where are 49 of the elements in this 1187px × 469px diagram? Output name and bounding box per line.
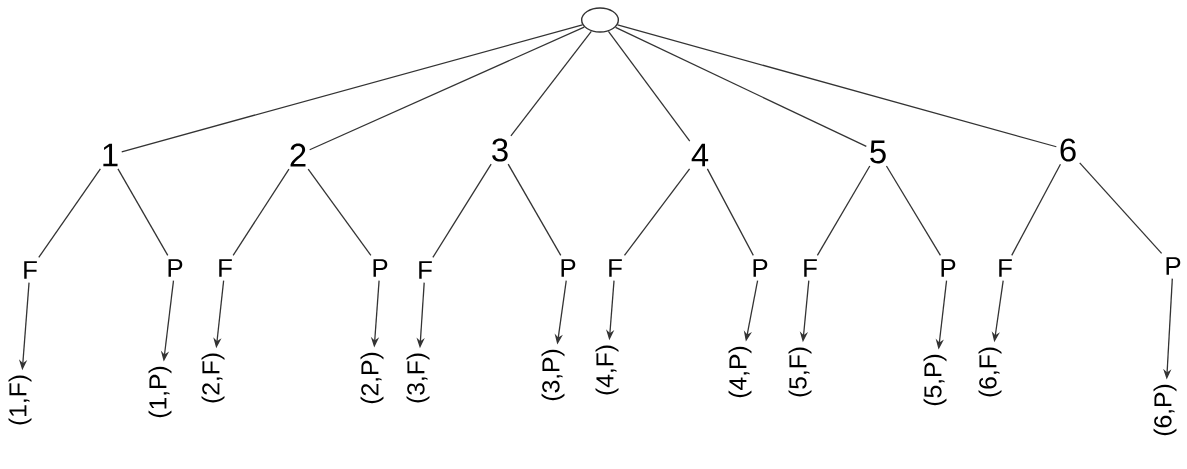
connector-line xyxy=(432,163,492,259)
number-label: 1 xyxy=(103,143,118,167)
connector-line xyxy=(507,163,562,257)
pair-label: (3,P) xyxy=(541,349,565,401)
connector-line xyxy=(623,168,691,257)
pair-label: (4,P) xyxy=(728,346,752,398)
letter-label: F xyxy=(804,259,817,277)
connector-line xyxy=(38,168,101,259)
number-label: 2 xyxy=(290,143,306,167)
connector-line xyxy=(885,165,942,257)
pair-label: (1,P) xyxy=(148,366,172,418)
pair-label: (6,F) xyxy=(978,347,1002,397)
pair-label: (4,F) xyxy=(595,345,619,395)
letter-label: F xyxy=(999,259,1012,277)
connector-line xyxy=(307,168,372,257)
number-label: 5 xyxy=(870,140,886,164)
connector-line xyxy=(1079,162,1163,255)
pair-label: (2,P) xyxy=(360,352,384,404)
pair-label: (2,F) xyxy=(201,353,225,403)
connector-line xyxy=(1011,163,1062,257)
connector-line xyxy=(614,26,867,148)
number-label: 4 xyxy=(691,143,709,167)
root-circle xyxy=(580,7,620,33)
connector-line xyxy=(309,26,585,151)
pair-label: (5,P) xyxy=(923,354,947,406)
connector-line xyxy=(616,24,1057,148)
letter-label: P xyxy=(1166,257,1181,275)
letter-label: F xyxy=(24,261,37,279)
number-label: 6 xyxy=(1060,138,1076,162)
letter-label: P xyxy=(753,259,768,277)
pair-label: (1,F) xyxy=(8,375,32,425)
number-label: 3 xyxy=(492,138,508,162)
connector-line xyxy=(706,168,754,257)
letter-label: F xyxy=(419,261,432,279)
pair-label: (6,P) xyxy=(1153,384,1177,436)
connector-line xyxy=(232,168,290,257)
letter-label: P xyxy=(168,259,183,277)
pair-label: (3,F) xyxy=(406,353,430,403)
pair-label: (5,F) xyxy=(788,347,812,397)
letter-label: P xyxy=(373,259,388,277)
letter-label: P xyxy=(941,259,956,277)
connector-line xyxy=(510,30,592,137)
letter-label: F xyxy=(219,259,232,277)
connector-line xyxy=(816,165,871,257)
connector-line xyxy=(117,168,169,257)
letter-label: F xyxy=(609,259,622,277)
connector-line xyxy=(607,30,691,142)
connector-line xyxy=(121,24,584,153)
letter-label: P xyxy=(561,259,576,277)
